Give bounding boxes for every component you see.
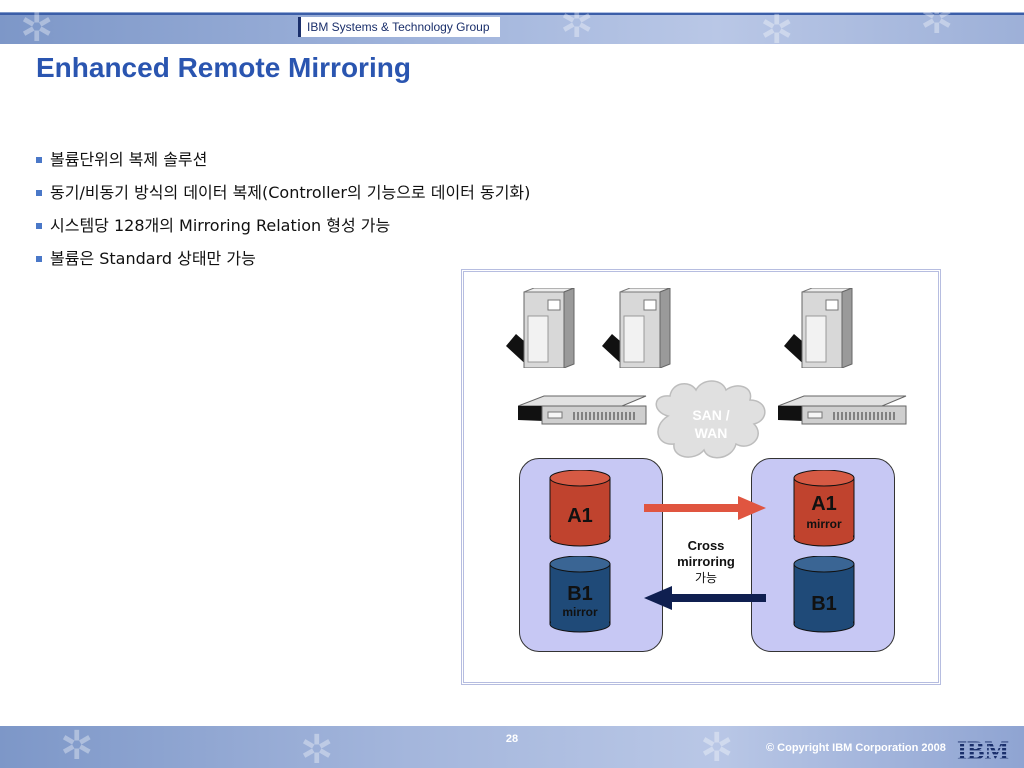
slide-title: Enhanced Remote Mirroring xyxy=(36,52,411,83)
decor-star-icon: ✲ xyxy=(20,5,54,44)
header-rule xyxy=(0,13,1024,15)
decor-star-icon: ✲ xyxy=(700,726,734,768)
volume-a1-cylinder: A1 xyxy=(549,470,611,547)
server-icon xyxy=(506,288,575,368)
svg-text:IBM: IBM xyxy=(957,736,1009,762)
decor-star-icon: ✲ xyxy=(920,0,954,43)
volume-b1-cylinder: B1 xyxy=(793,556,855,633)
cylinder-label: B1 xyxy=(567,583,593,605)
decor-star-icon: ✲ xyxy=(560,1,594,44)
mirroring-diagram: SAN / WAN A1 B1 mirror A1 mirror B1 xyxy=(461,269,941,685)
san-wan-label: SAN / WAN xyxy=(692,407,730,441)
copyright-text: © Copyright IBM Corporation 2008 xyxy=(766,742,946,754)
bullet-item: 볼륨은 Standard 상태만 가능 xyxy=(36,247,736,280)
page-number: 28 xyxy=(505,733,519,745)
bullet-item: 동기/비동기 방식의 데이터 복제(Controller의 기능으로 데이터 동… xyxy=(36,181,736,214)
header-bar: ✲ ✲ ✲ ✲ IBM Systems & Technology Group xyxy=(0,0,1024,44)
bullet-square-icon xyxy=(36,157,42,163)
decor-star-icon: ✲ xyxy=(760,7,794,44)
volume-a1-mirror-cylinder: A1 mirror xyxy=(793,470,855,547)
bullet-square-icon xyxy=(36,190,42,196)
server-icon xyxy=(784,288,853,368)
decor-star-icon: ✲ xyxy=(60,726,94,768)
cylinder-label: A1 xyxy=(567,505,593,527)
ibm-logo-icon: IBM xyxy=(957,736,1009,762)
replication-arrow-left-icon xyxy=(644,586,766,610)
cylinder-label: A1 xyxy=(811,493,837,515)
server-icon xyxy=(602,288,671,368)
switch-icon xyxy=(518,395,647,425)
cylinder-sublabel: mirror xyxy=(806,517,842,531)
cloud-icon xyxy=(655,380,766,459)
decor-star-icon: ✲ xyxy=(300,727,334,768)
cylinder-sublabel: mirror xyxy=(562,605,598,619)
cylinder-label: B1 xyxy=(811,593,837,615)
cross-mirroring-label: Cross mirroring 가능 xyxy=(677,538,735,585)
header-group-name: IBM Systems & Technology Group xyxy=(298,17,500,37)
volume-b1-mirror-cylinder: B1 mirror xyxy=(549,556,611,633)
switch-icon xyxy=(778,395,907,425)
bullet-item: 시스템당 128개의 Mirroring Relation 형성 가능 xyxy=(36,214,736,247)
header-top-strip xyxy=(0,0,1024,12)
bullet-square-icon xyxy=(36,256,42,262)
replication-arrow-right-icon xyxy=(644,496,766,520)
bullet-list: 볼륨단위의 복제 솔루션 동기/비동기 방식의 데이터 복제(Controlle… xyxy=(36,148,736,280)
footer-bar: ✲ ✲ ✲ xyxy=(0,726,1024,768)
bullet-item: 볼륨단위의 복제 솔루션 xyxy=(36,148,736,181)
bullet-square-icon xyxy=(36,223,42,229)
